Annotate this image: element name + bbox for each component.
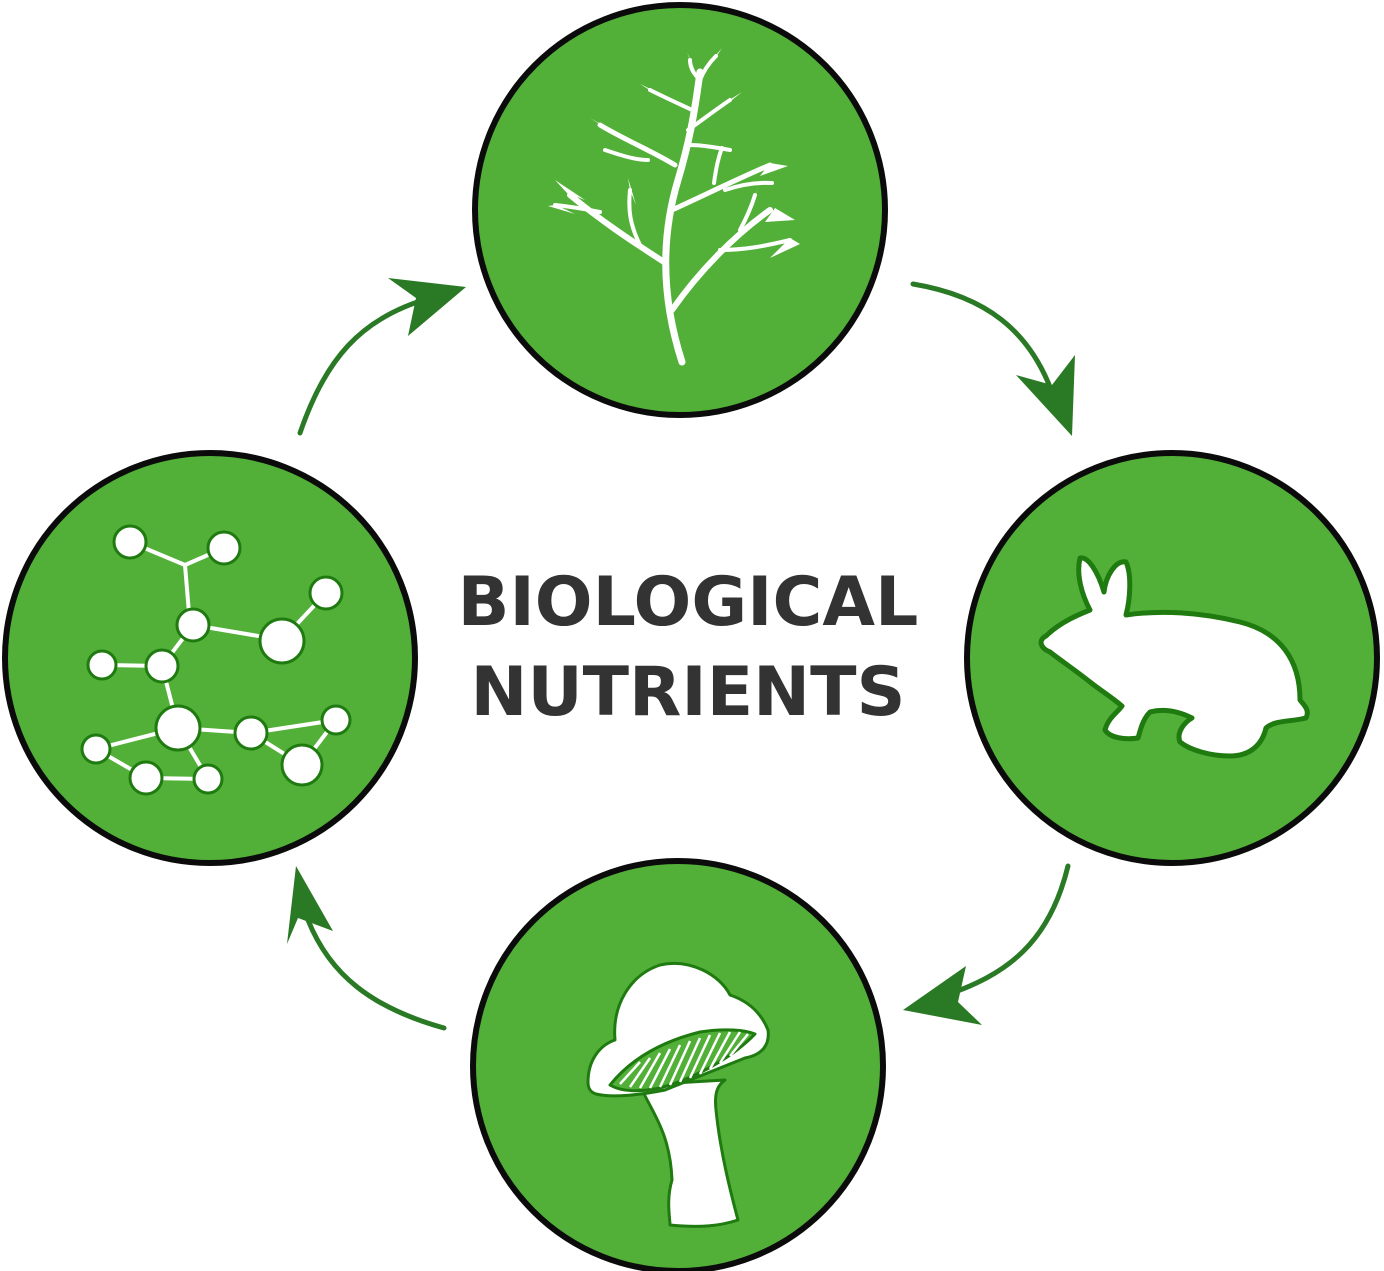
title-line-1: BIOLOGICAL [458, 563, 919, 642]
molecule-atoms [80, 524, 352, 796]
rabbit-icon [1038, 555, 1310, 759]
arrow-rabbit-to-mushroom [903, 863, 1071, 1025]
arrow-molecules-to-plant [297, 278, 466, 436]
mushroom-gills [619, 1031, 749, 1089]
plant-node-circle [472, 2, 888, 418]
cycle-arrows [287, 278, 1075, 1031]
molecules-node-circle [2, 450, 418, 866]
arrow-mushroom-to-molecules [287, 866, 447, 1031]
diagram-title: BIOLOGICAL NUTRIENTS [458, 563, 919, 732]
molecule-icon [80, 524, 352, 796]
title-line-2: NUTRIENTS [471, 653, 906, 732]
mushroom-icon [586, 962, 770, 1228]
plant-leaves [548, 48, 800, 258]
arrow-plant-to-rabbit [910, 281, 1075, 436]
plant-icon [553, 54, 792, 366]
